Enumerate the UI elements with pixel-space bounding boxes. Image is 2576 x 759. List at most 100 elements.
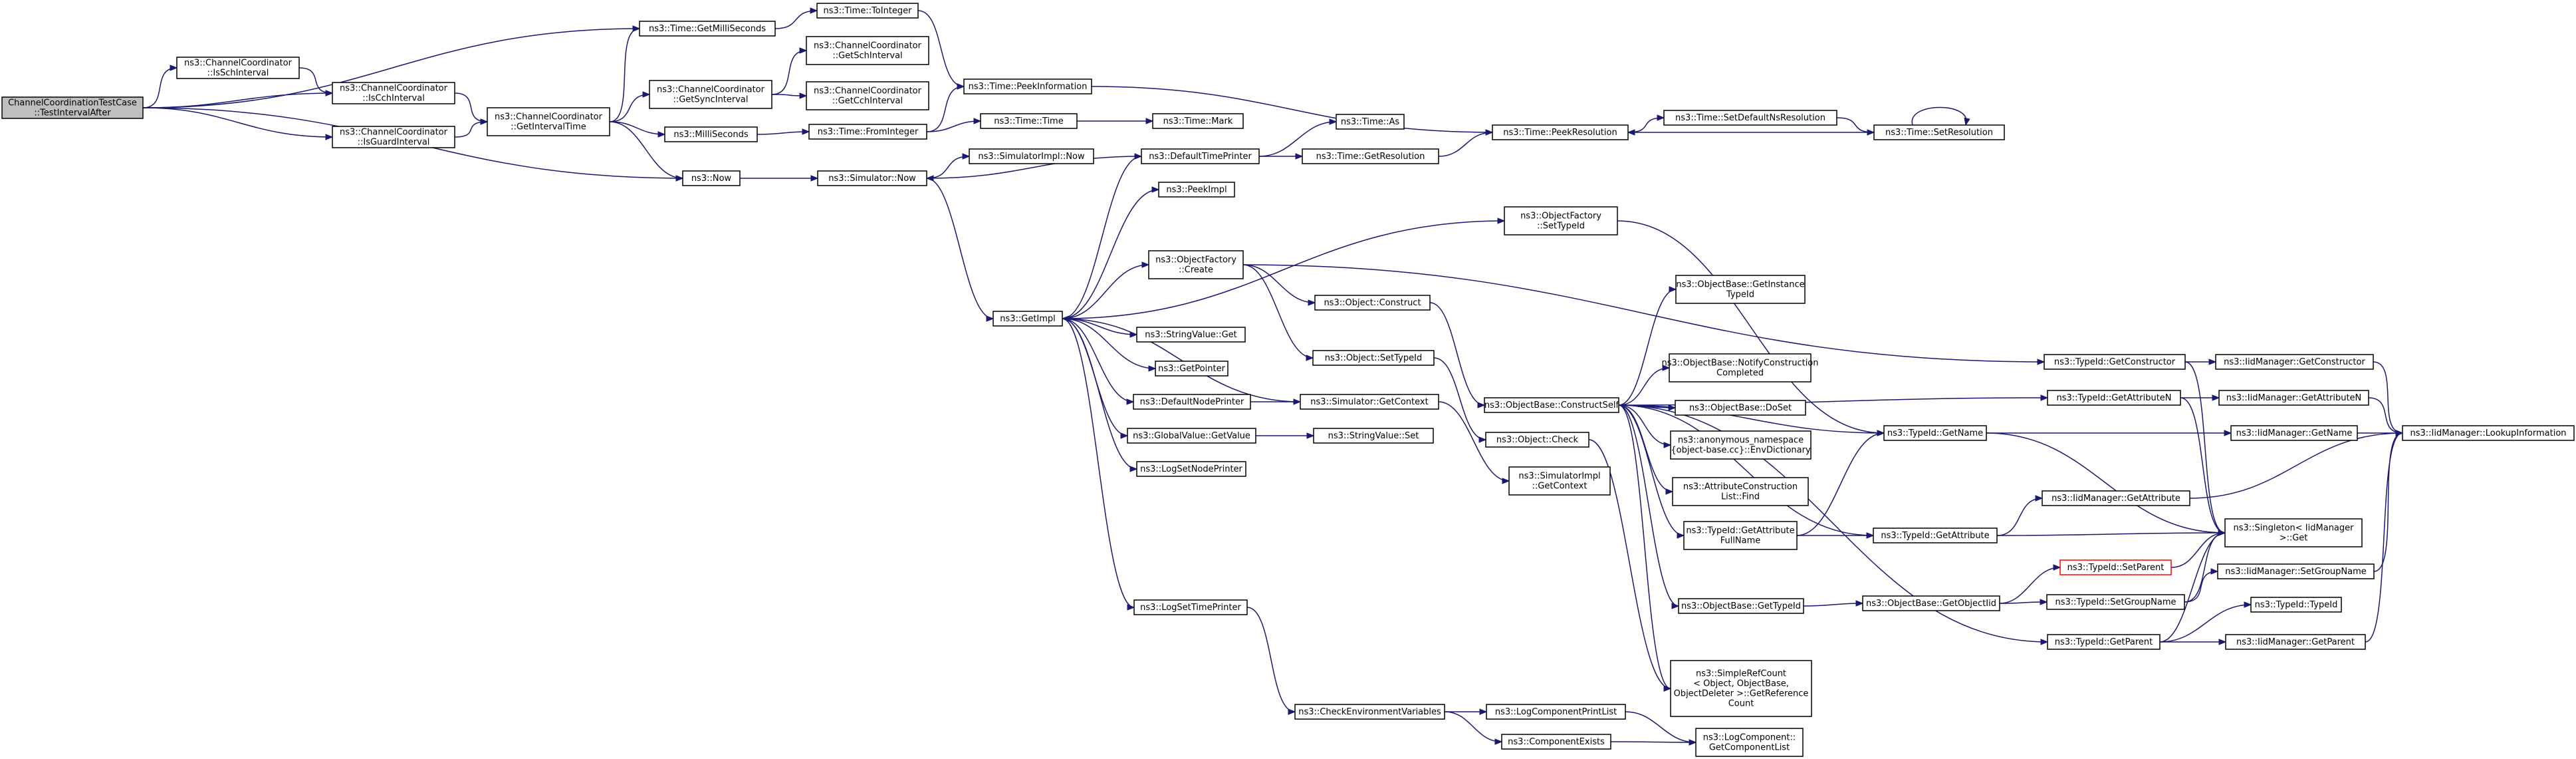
node-logSetNodePrinter[interactable]: ns3::LogSetNodePrinter [1136,461,1246,477]
node-box [980,113,1078,129]
node-label: ns3::Simulator::Now [828,174,916,184]
node-iidGetParent[interactable]: ns3::IidManager::GetParent [2225,634,2366,650]
edge-arrowhead [2035,495,2044,502]
edge-iidGetAttrN-to-iidLookup [2368,397,2404,436]
node-obGetTypeId[interactable]: ns3::ObjectBase::GetTypeId [1678,598,1804,614]
node-simpleRefCount[interactable]: ns3::SimpleRefCount< Object, ObjectBase,… [1670,660,1812,717]
node-getIntervalTime[interactable]: ns3::ChannelCoordinator::GetIntervalTime [487,107,610,136]
edge-line [2368,397,2403,434]
node-isGuard[interactable]: ns3::ChannelCoordinator::IsGuardInterval [332,126,455,148]
node-box [2044,354,2186,370]
node-timeTime[interactable]: ns3::Time::Time [980,113,1078,129]
node-ofSetTypeId[interactable]: ns3::ObjectFactory::SetTypeId [1504,206,1618,235]
node-tidSetGroup[interactable]: ns3::TypeId::SetGroupName [2046,594,2185,610]
node-getResolution[interactable]: ns3::Time::GetResolution [1302,148,1439,164]
node-getSchInt[interactable]: ns3::ChannelCoordinator::GetSchInterval [806,36,929,65]
edge-line [2373,432,2403,572]
node-label: ns3::Object::Construct [1324,298,1421,308]
node-tidGetParent[interactable]: ns3::TypeId::GetParent [2047,634,2161,650]
node-box [1670,660,1812,717]
edge-line [2365,432,2403,643]
node-obGetObjectIid[interactable]: ns3::ObjectBase::GetObjectIid [1862,595,2000,611]
node-objSetTypeId[interactable]: ns3::Object::SetTypeId [1312,350,1435,366]
edge-arrowhead [1306,432,1315,439]
node-label: ns3::ObjectFactory [1155,255,1236,265]
node-peekInfo[interactable]: ns3::Time::PeekInformation [963,78,1092,94]
edge-arrowhead [802,128,810,135]
node-iidSetGroup[interactable]: ns3::IidManager::SetGroupName [2217,563,2375,579]
node-label: ns3::LogSetNodePrinter [1140,464,1242,474]
node-iidLookup[interactable]: ns3::IidManager::LookupInformation [2402,425,2575,441]
node-iidGetName[interactable]: ns3::IidManager::GetName [2230,425,2358,441]
node-peekResolution[interactable]: ns3::Time::PeekResolution [1492,124,1629,140]
node-objCheck[interactable]: ns3::Object::Check [1485,432,1589,448]
node-getSyncInt[interactable]: ns3::ChannelCoordinator::GetSyncInterval [649,80,772,109]
node-box [1148,250,1244,279]
node-defTimePrinter[interactable]: ns3::DefaultTimePrinter [1141,148,1260,164]
node-strValSet[interactable]: ns3::StringValue::Set [1313,428,1434,444]
node-isCch[interactable]: ns3::ChannelCoordinator::IsCchInterval [332,82,455,104]
edge-simNow-to-getImpl [926,178,995,322]
node-obDoSet[interactable]: ns3::ObjectBase::DoSet [1675,400,1806,416]
edge-tidGetAttrFull-to-tidGetName [1796,430,1885,536]
node-iidGetConstructor[interactable]: ns3::IidManager::GetConstructor [2215,354,2374,370]
node-getImpl[interactable]: ns3::GetImpl [993,311,1063,327]
node-singletonGet[interactable]: ns3::Singleton< IidManager >::Get [2224,518,2363,547]
node-strValGet[interactable]: ns3::StringValue::Get [1136,327,1246,343]
node-box [1127,428,1256,444]
node-setDefNsRes[interactable]: ns3::Time::SetDefaultNsResolution [1663,110,1837,126]
node-compExists[interactable]: ns3::ComponentExists [1501,734,1611,750]
node-tidGetName[interactable]: ns3::TypeId::GetName [1883,425,1987,441]
node-checkEnv[interactable]: ns3::CheckEnvironmentVariables [1294,704,1445,720]
node-gvGetValue[interactable]: ns3::GlobalValue::GetValue [1127,428,1256,444]
node-label: ::SetTypeId [1537,222,1585,231]
node-toInteger[interactable]: ns3::Time::ToInteger [816,3,919,19]
node-tidGetAttr[interactable]: ns3::TypeId::GetAttribute [1873,528,1998,543]
edge-line [609,121,665,135]
node-objConstruct[interactable]: ns3::Object::Construct [1314,295,1431,311]
edge-getMilli-to-toInteger [774,7,818,29]
node-box [1695,728,1804,757]
node-logCompPrintList[interactable]: ns3::LogComponentPrintList [1486,704,1626,720]
node-milliSeconds[interactable]: ns3::MilliSeconds [664,126,758,142]
node-timeAs[interactable]: ns3::Time::As [1336,114,1405,130]
node-anonEnv[interactable]: ns3::anonymous_namespace{object-base.cc}… [1670,430,1812,460]
node-label: ns3::Object::SetTypeId [1325,353,1422,363]
node-setResolution[interactable]: ns3::Time::SetResolution [1873,124,2005,140]
node-label: ns3::anonymous_namespace [1678,436,1804,446]
edge-obConstructSelf-to-tidGetAttrFull [1618,404,1685,539]
node-iidGetAttrN[interactable]: ns3::IidManager::GetAttributeN [2218,390,2369,406]
node-iidGetAttr[interactable]: ns3::IidManager::GetAttribute [2042,490,2190,506]
edge-line [1433,357,1486,440]
node-ofCreate[interactable]: ns3::ObjectFactory::Create [1148,250,1244,279]
edge-line [1618,404,1874,536]
node-obNotify[interactable]: ns3::ObjectBase::NotifyConstructionCompl… [1662,353,1819,382]
node-obConstructSelf[interactable]: ns3::ObjectBase::ConstructSelf [1484,397,1619,413]
edge-tidGetAttr-to-singletonGet [1996,530,2226,536]
node-getCchInt[interactable]: ns3::ChannelCoordinator::GetCchInterval [806,81,929,110]
node-tidTypeId[interactable]: ns3::TypeId::TypeId [2250,597,2342,613]
node-getMilli[interactable]: ns3::Time::GetMilliSeconds [639,21,776,37]
edge-tidGetParent-to-iidGetParent [2160,639,2227,645]
node-root[interactable]: ChannelCoordinationTestCase::TestInterva… [1,96,144,119]
node-tidGetConstructor[interactable]: ns3::TypeId::GetConstructor [2044,354,2186,370]
node-now[interactable]: ns3::Now [682,170,741,186]
node-timeMark[interactable]: ns3::Time::Mark [1152,113,1244,129]
node-peekImpl[interactable]: ns3::PeekImpl [1158,182,1235,198]
node-defNodePrinter[interactable]: ns3::DefaultNodePrinter [1133,394,1251,410]
node-logCompGetList[interactable]: ns3::LogComponent::GetComponentList [1695,728,1804,757]
node-simImplNow[interactable]: ns3::SimulatorImpl::Now [969,148,1094,164]
node-logSetTimePrinter[interactable]: ns3::LogSetTimePrinter [1133,599,1248,615]
node-tidSetParent[interactable]: ns3::TypeId::SetParent [2059,559,2172,575]
edge-fromInteger-to-timeTime [926,118,982,132]
node-tidGetAttrN[interactable]: ns3::TypeId::GetAttributeN [2047,390,2181,406]
node-fromInteger[interactable]: ns3::Time::FromInteger [808,124,927,140]
node-simImplGetContext[interactable]: ns3::SimulatorImpl::GetContext [1508,466,1611,496]
node-getPointer[interactable]: ns3::GetPointer [1155,361,1229,377]
node-simGetContext[interactable]: ns3::Simulator::GetContext [1300,394,1439,410]
node-simNow[interactable]: ns3::Simulator::Now [817,170,927,186]
node-isSch[interactable]: ns3::ChannelCoordinator::IsSchInterval [176,57,300,79]
